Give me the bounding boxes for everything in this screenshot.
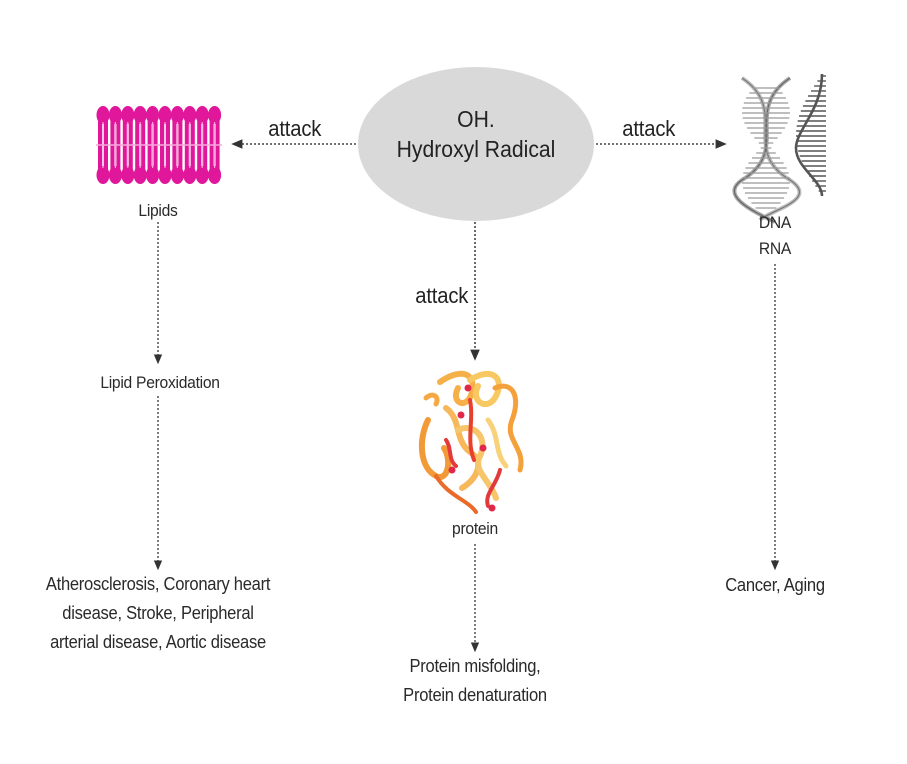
attack-label-left: attack: [268, 116, 322, 141]
attack-label-right: attack: [622, 116, 676, 141]
dna-helix-icon: [732, 76, 802, 224]
protein-helix-accent: [479, 444, 487, 452]
protein-ribbon: [467, 371, 502, 408]
lipid-diseases-line1: Atherosclerosis, Coronary heart: [45, 574, 271, 594]
protein-helix-accent: [457, 411, 465, 419]
protein-ribbon: [434, 474, 478, 514]
center-title-line2: Hydroxyl Radical: [396, 136, 556, 162]
hydroxyl-radical-node: [358, 67, 594, 221]
lipid-diseases-line3: arterial disease, Aortic disease: [50, 632, 266, 652]
protein-ribbon: [485, 417, 509, 469]
protein-ribbon: [444, 438, 458, 468]
dna-label: DNA: [758, 213, 792, 232]
lipids-label: Lipids: [138, 201, 178, 220]
protein-effects-line2: Protein denaturation: [403, 685, 547, 705]
protein-ribbon: [492, 383, 524, 473]
dna-effects-label: Cancer, Aging: [725, 575, 825, 595]
protein-ribbon: [437, 370, 476, 406]
protein-helix-accent: [488, 504, 496, 512]
protein-effects-label: Protein misfolding, Protein denaturation: [369, 652, 581, 710]
protein-ribbon: [423, 392, 440, 407]
lipid-bilayer-icon: [96, 106, 222, 184]
protein-ribbon: [485, 468, 502, 508]
attack-label-down: attack: [415, 283, 469, 308]
rna-label: RNA: [758, 239, 792, 258]
center-title-line1: OH.: [457, 106, 495, 132]
protein-ribbon: [418, 417, 452, 480]
protein-ribbon: [468, 398, 476, 462]
lipid-diseases-label: Atherosclerosis, Coronary heart disease,…: [13, 570, 304, 657]
protein-helix-accent: [464, 384, 472, 392]
lipid-diseases-line2: disease, Stroke, Peripheral: [62, 603, 254, 623]
lipid-peroxidation-label: Lipid Peroxidation: [100, 373, 220, 392]
protein-label: protein: [452, 519, 498, 538]
protein-structure-icon: [418, 370, 524, 514]
rna-strand-icon: [794, 73, 826, 197]
protein-helix-accent: [448, 466, 456, 474]
protein-effects-line1: Protein misfolding,: [409, 656, 541, 676]
hydroxyl-radical-label: OH. Hydroxyl Radical: [370, 104, 582, 164]
